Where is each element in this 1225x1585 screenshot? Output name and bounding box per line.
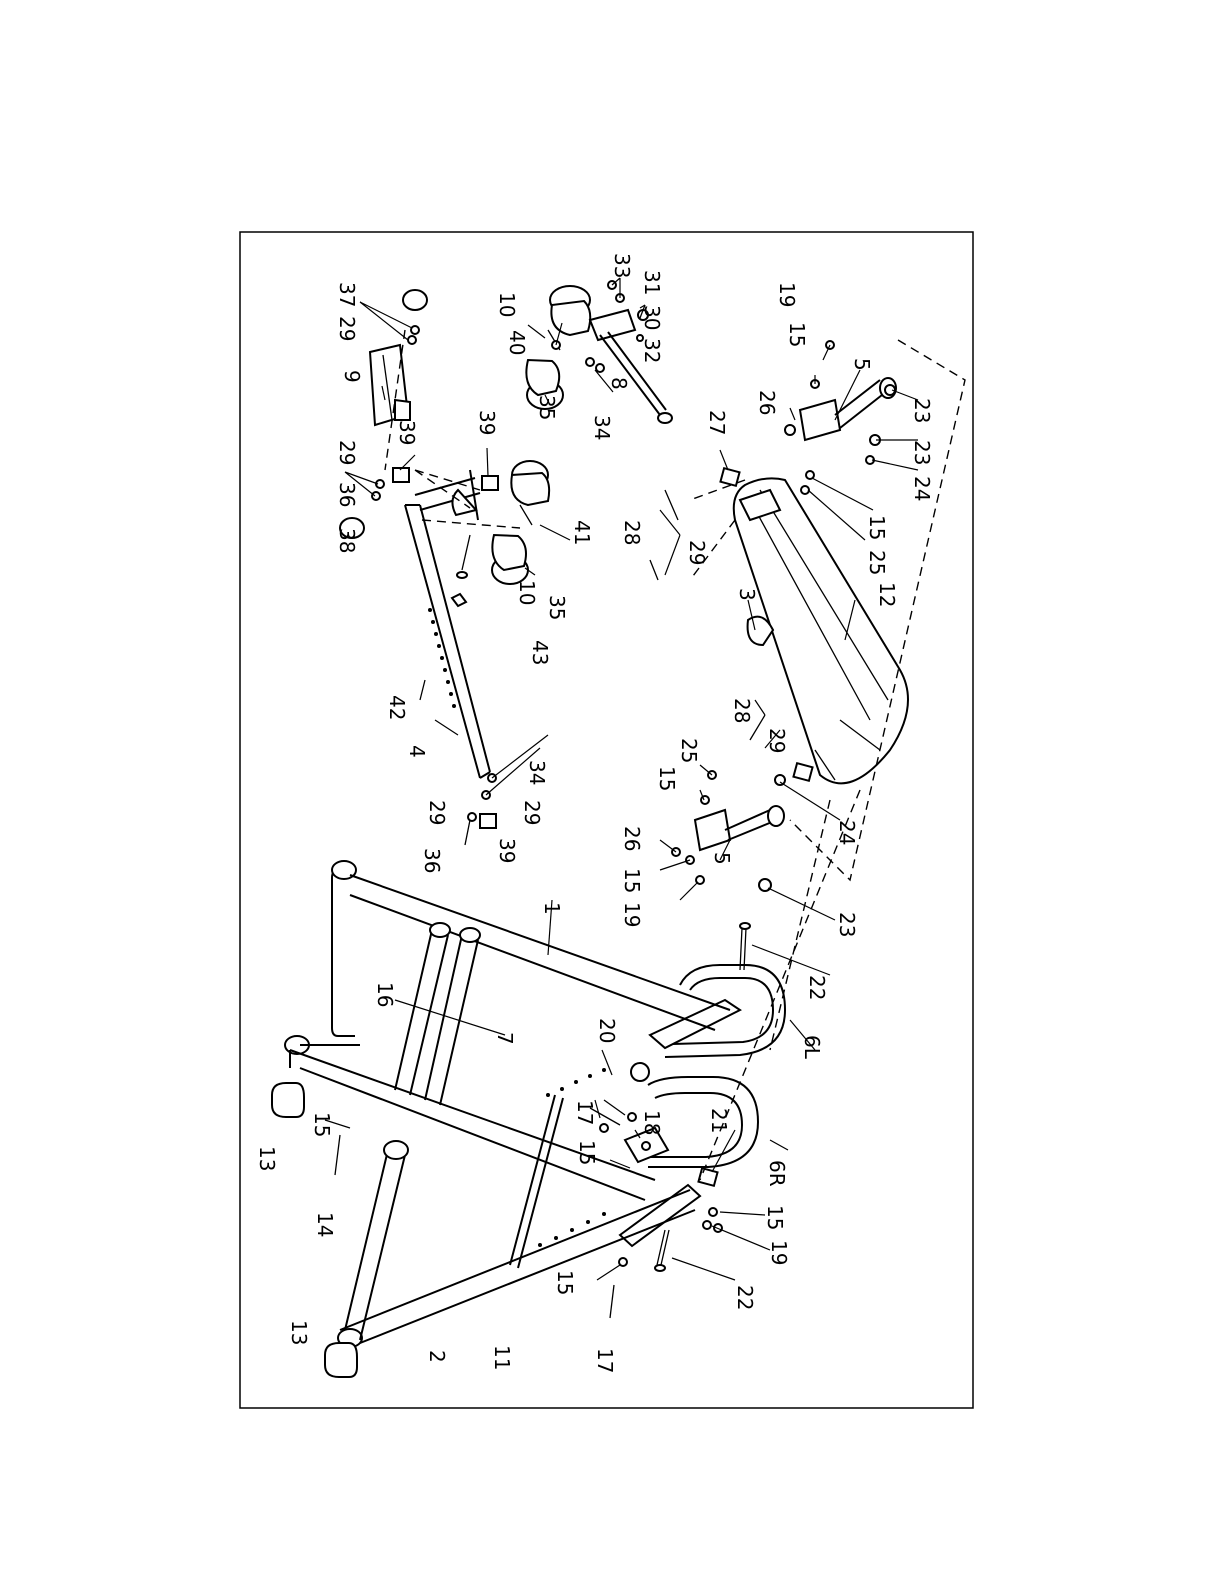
callout-15: 15: [655, 766, 679, 791]
callout-15: 15: [865, 515, 889, 540]
callout-13: 13: [255, 1146, 279, 1171]
base-frame-assembly: [272, 861, 740, 1377]
callout-25: 25: [865, 550, 889, 575]
callout-15: 15: [763, 1205, 787, 1230]
callout-29: 29: [685, 540, 709, 565]
callout-26: 26: [755, 390, 779, 415]
callout-5: 5: [710, 852, 734, 865]
callout-29: 29: [335, 440, 359, 465]
callout-15: 15: [575, 1140, 599, 1165]
callout-39: 39: [395, 420, 419, 445]
callout-15: 15: [553, 1270, 577, 1295]
callout-5: 5: [850, 358, 874, 371]
callout-37: 37: [335, 282, 359, 307]
callout-18: 18: [640, 1110, 664, 1135]
callout-23: 23: [910, 440, 934, 465]
callout-35: 35: [535, 395, 559, 420]
callout-8: 8: [607, 377, 631, 390]
callout-10: 10: [515, 580, 539, 605]
callout-17: 17: [593, 1348, 617, 1373]
callout-43: 43: [528, 640, 552, 665]
callout-31: 31: [640, 270, 664, 295]
callout-19: 19: [620, 902, 644, 927]
callout-24: 24: [835, 820, 859, 845]
callout-4: 4: [405, 745, 429, 758]
callout-15: 15: [785, 322, 809, 347]
callout-34: 34: [590, 415, 614, 440]
callout-12: 12: [875, 582, 899, 607]
callout-23: 23: [835, 912, 859, 937]
callout-42: 42: [385, 695, 409, 720]
callout-14: 14: [313, 1212, 337, 1237]
callout-38: 38: [335, 528, 359, 553]
callout-22: 22: [733, 1285, 757, 1310]
callout-15: 15: [310, 1112, 334, 1137]
callout-30: 30: [640, 305, 664, 330]
callout-20: 20: [595, 1018, 619, 1043]
callout-3: 3: [735, 588, 759, 601]
callout-17: 17: [573, 1100, 597, 1125]
callout-41: 41: [570, 520, 594, 545]
u-foot-assemblies: [648, 965, 785, 1167]
callout-24: 24: [910, 476, 934, 501]
callout-15: 15: [620, 868, 644, 893]
callout-1: 1: [540, 902, 564, 915]
callout-6R: 6R: [765, 1160, 789, 1187]
callout-39: 39: [475, 410, 499, 435]
callout-39: 39: [495, 838, 519, 863]
callout-29: 29: [425, 800, 449, 825]
callout-28: 28: [730, 698, 754, 723]
callout-10: 10: [495, 292, 519, 317]
callout-22: 22: [805, 975, 829, 1000]
callout-27: 27: [705, 410, 729, 435]
callout-25: 25: [677, 738, 701, 763]
callout-35: 35: [545, 595, 569, 620]
callout-36: 36: [335, 482, 359, 507]
callout-16: 16: [373, 982, 397, 1007]
callout-29: 29: [765, 728, 789, 753]
callout-19: 19: [767, 1240, 791, 1265]
callout-29: 29: [520, 800, 544, 825]
diagram-frame: [240, 232, 973, 1408]
callout-11: 11: [490, 1345, 514, 1370]
callout-13: 13: [287, 1320, 311, 1345]
callout-26: 26: [620, 826, 644, 851]
callout-23: 23: [910, 398, 934, 423]
callout-28: 28: [620, 520, 644, 545]
callout-6L: 6L: [800, 1035, 824, 1060]
callout-40: 40: [505, 330, 529, 355]
callout-9: 9: [340, 370, 364, 383]
callout-21: 21: [707, 1108, 731, 1133]
callout-33: 33: [610, 253, 634, 278]
callout-36: 36: [420, 848, 444, 873]
ankle-arm-assembly: [340, 281, 672, 845]
callout-29: 29: [335, 316, 359, 341]
callout-7: 7: [493, 1032, 517, 1045]
callout-2: 2: [425, 1350, 449, 1363]
callout-34: 34: [525, 760, 549, 785]
callout-32: 32: [640, 338, 664, 363]
callout-19: 19: [775, 282, 799, 307]
